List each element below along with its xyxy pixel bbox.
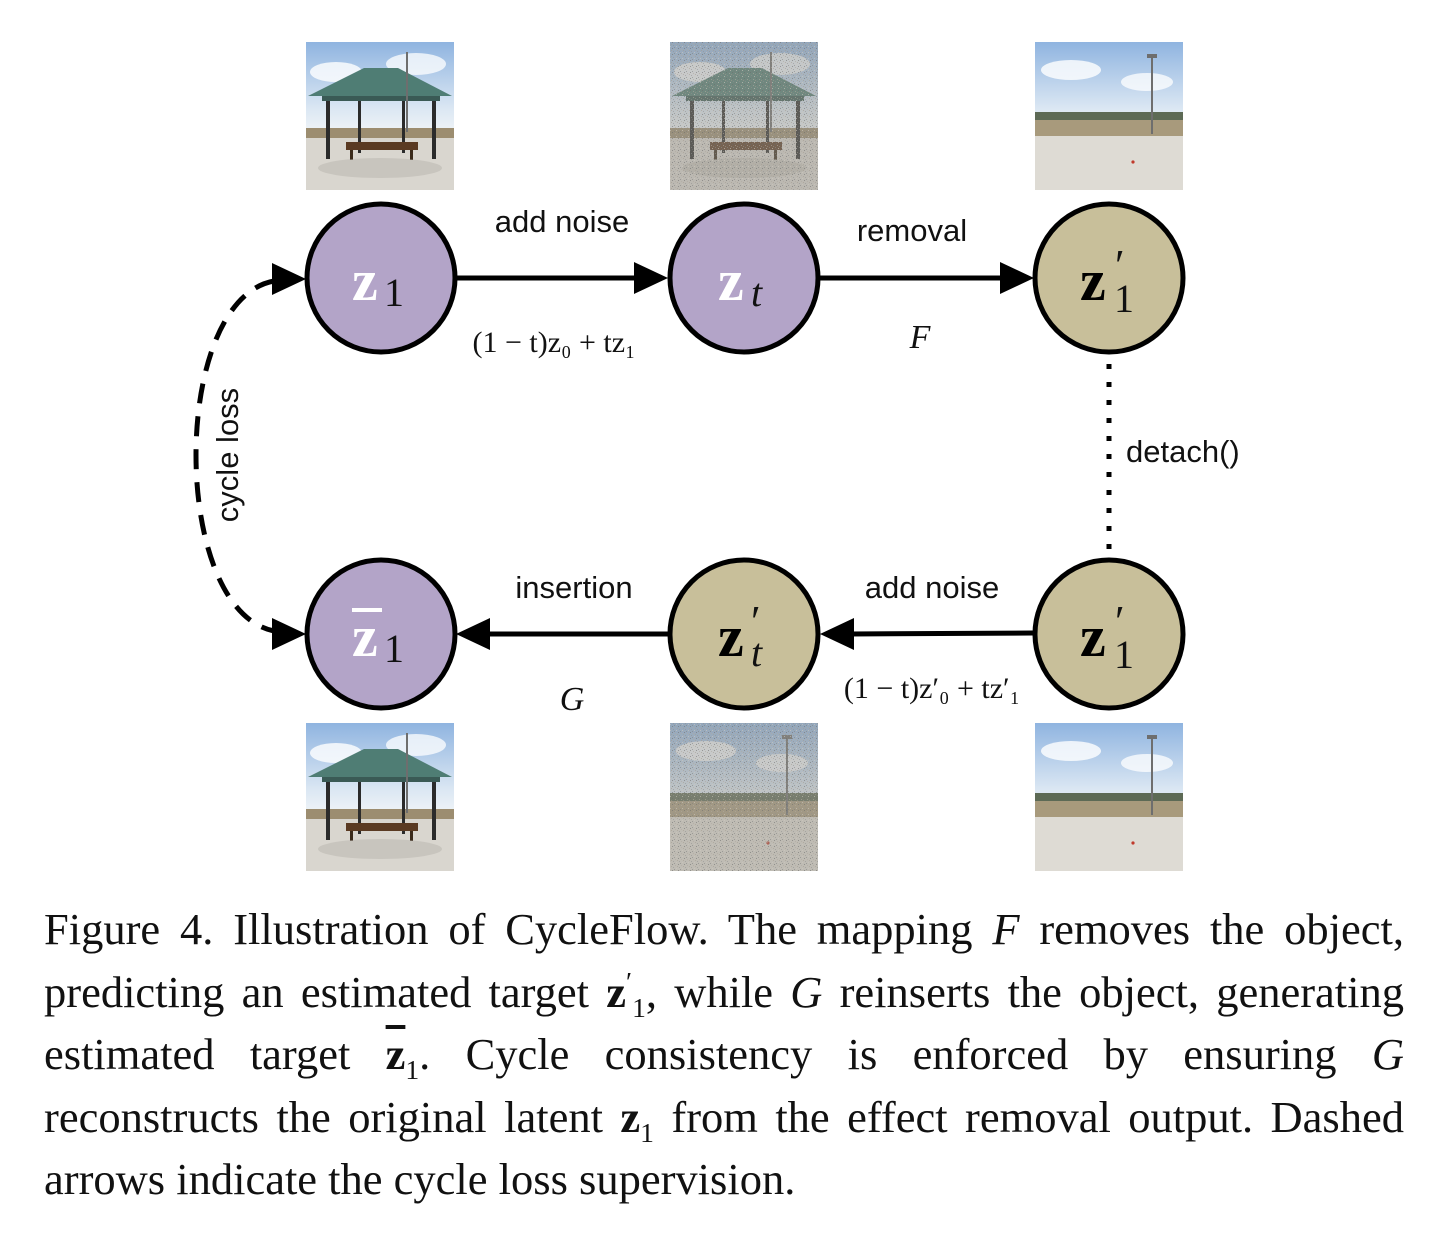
node-z1-prime-bottom: z ′ 1 bbox=[1032, 557, 1186, 711]
caption-text-4: reinserts the object, generating estimat… bbox=[44, 966, 1404, 1080]
caption-text-5: . Cycle consistency is enforced by ensur… bbox=[419, 1029, 1372, 1079]
svg-text:t: t bbox=[751, 270, 763, 315]
svg-text:z: z bbox=[1080, 604, 1106, 669]
caption-text-2: removes the object, predicting an estima… bbox=[44, 904, 1404, 1017]
svg-text:z: z bbox=[352, 248, 378, 313]
arrow-removal bbox=[820, 262, 1034, 294]
label-F: F bbox=[909, 319, 932, 356]
arrow-add-noise-bottom bbox=[820, 618, 1034, 650]
svg-text:z: z bbox=[352, 604, 378, 669]
label-removal: removal bbox=[857, 213, 967, 248]
node-zt-prime: z ′ t bbox=[667, 557, 821, 711]
thumbnail-top-3 bbox=[1035, 42, 1183, 190]
node-zt: z t bbox=[667, 201, 821, 355]
svg-text:1: 1 bbox=[1114, 276, 1134, 321]
svg-text:1: 1 bbox=[384, 270, 404, 315]
node-z1-bar: z 1 bbox=[304, 557, 458, 711]
formula-bottom: (1 − t)z′₀ + tz′₁ bbox=[844, 672, 1020, 705]
caption-text-3: , while bbox=[645, 966, 791, 1017]
caption-F: F bbox=[992, 904, 1020, 954]
caption-G-2: G bbox=[1371, 1029, 1404, 1079]
label-G: G bbox=[560, 681, 585, 718]
label-detach: detach() bbox=[1126, 434, 1240, 469]
caption-text-7: from the effect removal output. Dashed a… bbox=[44, 1091, 1404, 1205]
svg-text:′: ′ bbox=[1115, 241, 1125, 290]
node-z1: z 1 bbox=[304, 201, 458, 355]
svg-text:1: 1 bbox=[1114, 632, 1134, 677]
thumbnail-top-1 bbox=[306, 42, 454, 190]
cycle-loss-arrow bbox=[193, 263, 306, 650]
svg-text:t: t bbox=[751, 630, 763, 675]
caption-text-1: Illustration of CycleFlow. The mapping bbox=[233, 904, 993, 954]
label-add-noise-bottom: add noise bbox=[865, 570, 999, 605]
svg-text:z: z bbox=[718, 604, 744, 669]
thumbnail-bottom-2 bbox=[670, 723, 818, 871]
caption-figure-label: Figure 4. bbox=[44, 904, 214, 954]
label-cycle-loss: cycle loss bbox=[210, 388, 245, 522]
label-add-noise-top: add noise bbox=[495, 204, 629, 239]
svg-text:1: 1 bbox=[384, 626, 404, 671]
caption-text-6: reconstructs the original latent bbox=[44, 1091, 621, 1142]
node-z1-prime-top: z ′ 1 bbox=[1032, 201, 1186, 355]
thumbnail-top-2 bbox=[670, 42, 818, 190]
thumbnail-bottom-3 bbox=[1035, 723, 1183, 871]
thumbnail-bottom-1 bbox=[306, 723, 454, 871]
figure-caption: Figure 4. Illustration of CycleFlow. The… bbox=[44, 904, 1404, 1205]
arrow-add-noise-top bbox=[456, 262, 668, 294]
svg-text:z: z bbox=[1080, 248, 1106, 313]
cycleflow-diagram: z 1 z t z ′ 1 z 1 z ′ t z ′ 1 add noise … bbox=[193, 42, 1240, 871]
svg-text:′: ′ bbox=[751, 597, 761, 646]
svg-text:z: z bbox=[718, 248, 744, 313]
arrow-insertion bbox=[456, 618, 670, 650]
svg-text:′: ′ bbox=[1115, 597, 1125, 646]
caption-G: G bbox=[790, 966, 823, 1017]
formula-top: (1 − t)z₀ + tz₁ bbox=[472, 326, 635, 359]
label-insertion: insertion bbox=[515, 570, 632, 605]
